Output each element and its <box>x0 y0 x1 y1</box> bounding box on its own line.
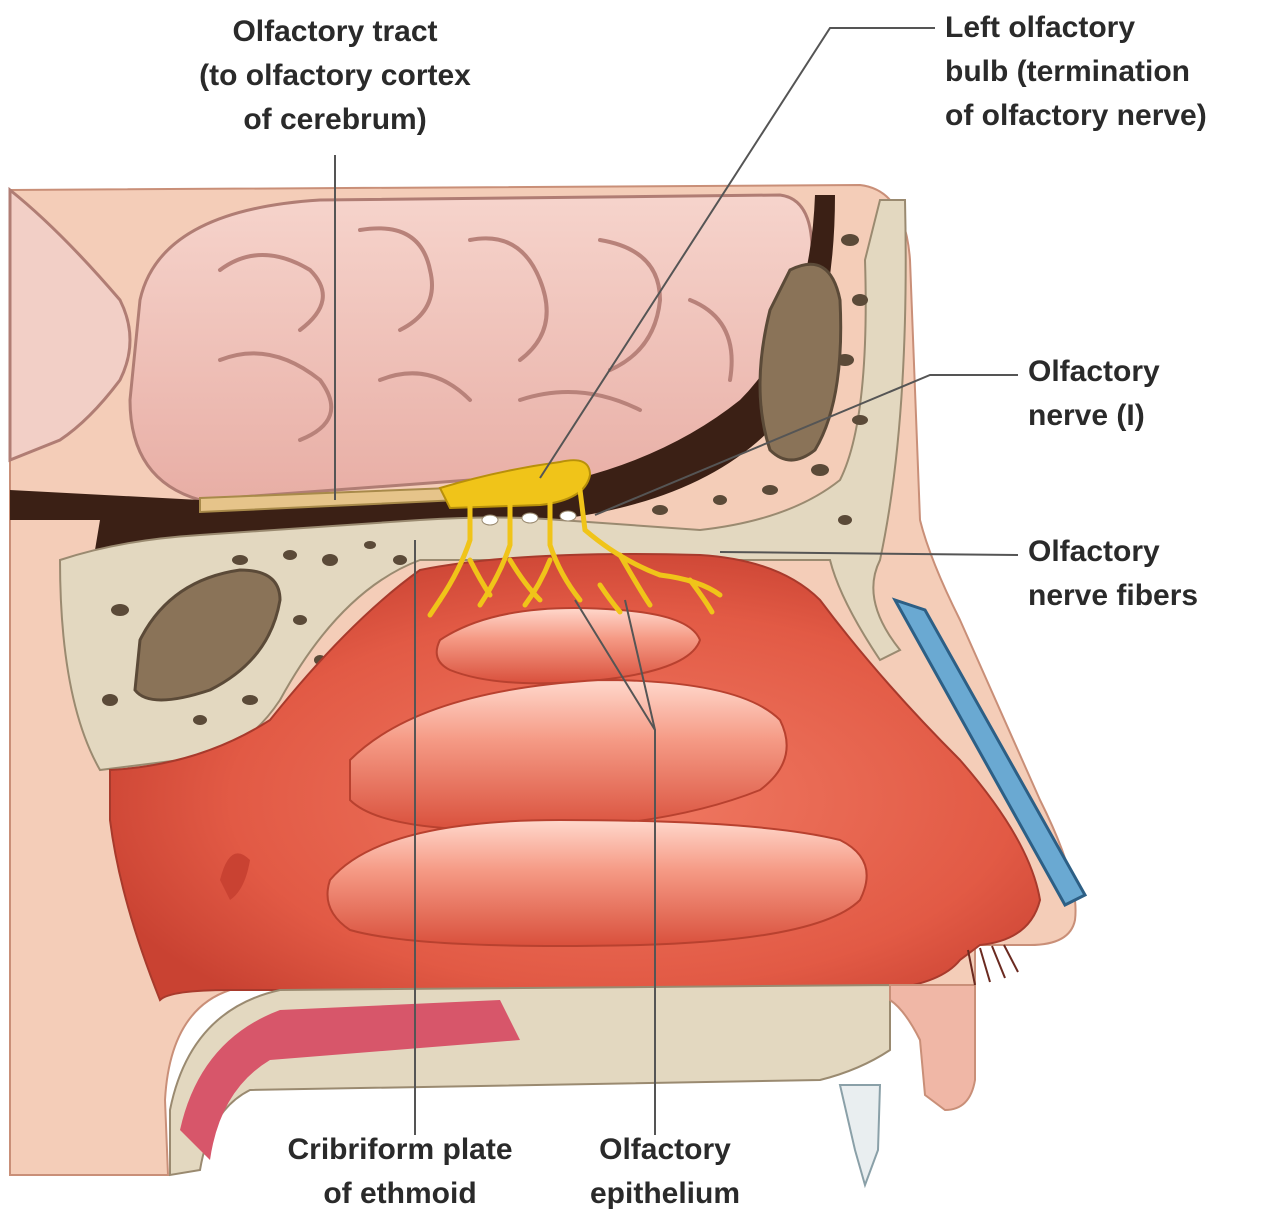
incisor-tooth <box>840 1085 880 1185</box>
label-left-olfactory-bulb: Left olfactory bulb (termination of olfa… <box>945 6 1275 138</box>
inferior-concha <box>328 820 867 946</box>
label-cribriform-plate: Cribriform plate of ethmoid <box>250 1128 550 1216</box>
label-olfactory-nerve-line2: nerve (I) <box>1028 394 1268 438</box>
label-olfactory-tract-line3: of cerebrum) <box>150 98 520 142</box>
label-left-bulb-line2: bulb (termination <box>945 50 1275 94</box>
label-cribriform-line1: Cribriform plate <box>250 1128 550 1172</box>
label-olfactory-tract: Olfactory tract (to olfactory cortex of … <box>150 10 520 142</box>
label-left-bulb-line3: of olfactory nerve) <box>945 94 1275 138</box>
label-epithelium-line1: Olfactory <box>560 1128 770 1172</box>
label-epithelium-line2: epithelium <box>560 1172 770 1216</box>
label-cribriform-line2: of ethmoid <box>250 1172 550 1216</box>
label-nerve-fibers-line1: Olfactory <box>1028 530 1268 574</box>
label-olfactory-tract-line2: (to olfactory cortex <box>150 54 520 98</box>
label-olfactory-nerve-fibers: Olfactory nerve fibers <box>1028 530 1268 618</box>
label-olfactory-tract-line1: Olfactory tract <box>150 10 520 54</box>
label-nerve-fibers-line2: nerve fibers <box>1028 574 1268 618</box>
label-olfactory-nerve-line1: Olfactory <box>1028 350 1268 394</box>
label-olfactory-epithelium: Olfactory epithelium <box>560 1128 770 1216</box>
label-left-bulb-line1: Left olfactory <box>945 6 1275 50</box>
upper-lip <box>890 985 975 1110</box>
label-olfactory-nerve: Olfactory nerve (I) <box>1028 350 1268 438</box>
